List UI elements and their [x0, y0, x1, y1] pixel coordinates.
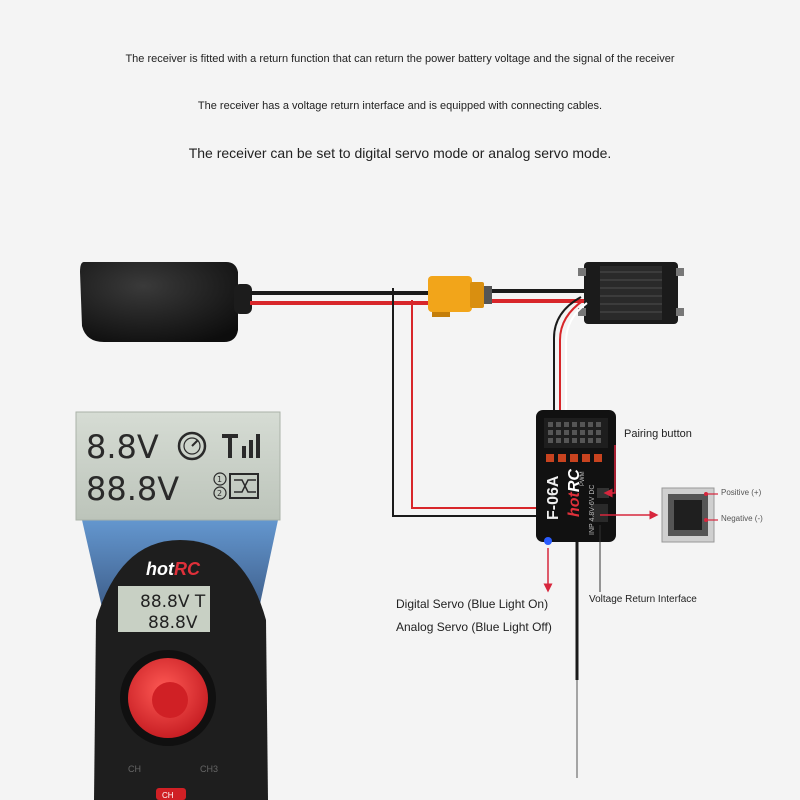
ch-button[interactable]	[156, 788, 186, 800]
receiver-input-label: INP 4.8V-6V DC	[589, 485, 596, 535]
heading-voltage-return: The receiver has a voltage return interf…	[197, 100, 603, 112]
label-negative: Negative (-)	[721, 514, 763, 523]
transmitter-screen-line2: 88.8V	[148, 613, 198, 633]
receiver-brand: hotRC	[566, 469, 583, 517]
servo-index-1: 1	[217, 475, 222, 484]
lcd-display-panel	[75, 411, 281, 521]
label-voltage-return: Voltage Return Interface	[589, 594, 697, 605]
transmitter-screen	[118, 586, 210, 632]
voltage-return-port	[592, 504, 608, 522]
sensor-plug	[661, 487, 718, 543]
pairing-button[interactable]	[597, 488, 609, 498]
signal-bars-icon	[222, 434, 260, 458]
annotation-arrows	[543, 445, 659, 593]
right-ch-label: CH3	[200, 764, 218, 774]
display-voltage-1: 8.8V	[86, 428, 159, 466]
speedometer-icon	[177, 431, 207, 461]
label-digital-servo: Digital Servo (Blue Light On)	[396, 597, 549, 611]
servo-index-2: 2	[217, 489, 222, 498]
voltage-return-wires	[392, 288, 590, 517]
heading-return-function: The receiver is fitted with a return fun…	[125, 53, 675, 65]
left-ch-label: CH	[128, 764, 141, 774]
transmitter-brand: hotRC	[146, 559, 201, 579]
servo-mode-icon: 1 2	[213, 472, 259, 500]
label-pairing-button: Pairing button	[624, 428, 692, 440]
receiver-pwm-label: PWM	[580, 471, 586, 486]
receiver-unit: F-06A hotRC INP 4.8V-6V DC PWM	[536, 410, 616, 545]
esc-module	[578, 262, 684, 324]
esc-signal-cable	[553, 296, 588, 416]
transmitter-body: hotRC 88.8V T 88.8V CH CH CH3	[94, 540, 268, 800]
ch-button-label: CH	[162, 791, 174, 800]
battery-wires	[250, 291, 430, 305]
heading-servo-mode: The receiver can be set to digital servo…	[188, 145, 612, 161]
battery-pack	[80, 262, 252, 342]
receiver-model: F-06A	[545, 475, 562, 520]
esc-wires	[492, 289, 584, 303]
transmitter-screen-line1: 88.8V T	[140, 592, 206, 612]
xt60-connector	[428, 276, 492, 317]
label-analog-servo: Analog Servo (Blue Light Off)	[396, 620, 552, 634]
display-voltage-2: 88.8V	[86, 470, 180, 508]
label-positive: Positive (+)	[721, 488, 762, 497]
servo-mode-led	[544, 537, 552, 545]
